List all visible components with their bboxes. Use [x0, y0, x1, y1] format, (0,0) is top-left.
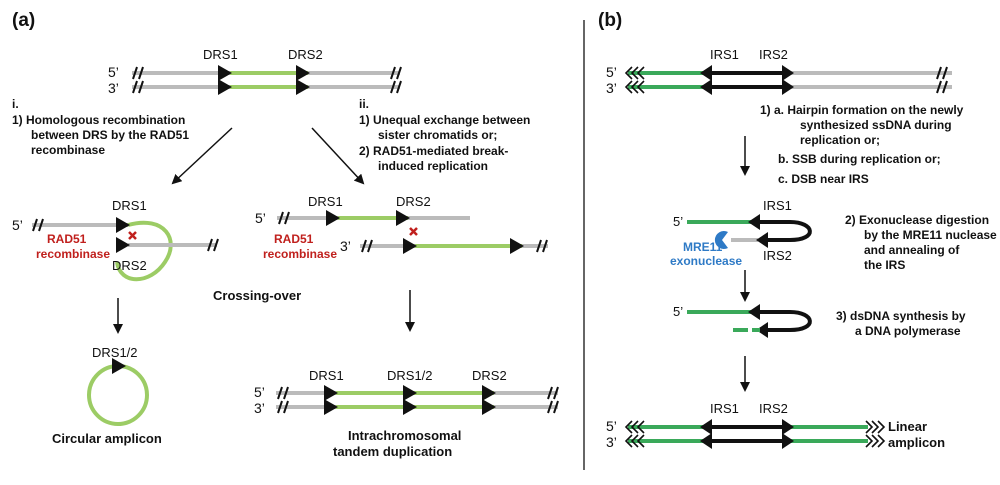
b-step3-line2: a DNA polymerase — [855, 324, 961, 338]
b-step2-line3: and annealing of — [864, 243, 960, 257]
top-drs1-label: DRS1 — [203, 47, 238, 62]
tandem-duplication — [276, 385, 559, 415]
crossing-over-label: Crossing-over — [213, 288, 301, 303]
linear-caption-line2: amplicon — [888, 435, 945, 450]
hairpin-five-prime: 5’ — [673, 214, 683, 229]
arrow-to-loop — [171, 127, 233, 185]
loop-drs1-label: DRS1 — [112, 198, 147, 213]
panel-b-top-dna — [624, 65, 952, 95]
loop-structure — [32, 217, 219, 282]
hairpin-irs1-label: IRS1 — [763, 198, 792, 213]
hairpin-enzyme-line1: MRE11 — [683, 240, 723, 254]
tandem-five-prime: 5’ — [254, 384, 265, 400]
b-step2-line2: by the MRE11 nuclease — [864, 228, 997, 242]
synthesis-structure — [687, 304, 812, 338]
linear-three-prime: 3’ — [606, 434, 617, 450]
hairpin-enzyme-line2: exonuclease — [670, 254, 742, 268]
loop-enzyme-line2: recombinase — [36, 247, 110, 261]
b-top-irs2-label: IRS2 — [759, 47, 788, 62]
tandem-caption-line2: tandem duplication — [333, 444, 452, 459]
b-step1a-line1: 1) a. Hairpin formation on the newly — [760, 103, 964, 117]
circle-drs12-label: DRS1/2 — [92, 345, 138, 360]
exchange-five-prime: 5’ — [255, 210, 266, 226]
path-ii-step1-line1: 1) Unequal exchange between — [359, 113, 530, 127]
b-step3-line1: 3) dsDNA synthesis by — [836, 309, 966, 323]
b-step1c: c. DSB near IRS — [778, 172, 869, 186]
path-i-step1-line3: recombinase — [31, 143, 105, 157]
b-step1b: b. SSB during replication or; — [778, 152, 941, 166]
arrow-to-exchange — [311, 127, 365, 185]
panel-b-label: (b) — [598, 10, 622, 31]
path-ii-step1-line2: sister chromatids or; — [378, 128, 497, 142]
b-top-irs1-label: IRS1 — [710, 47, 739, 62]
circle-caption: Circular amplicon — [52, 431, 162, 446]
linear-irs1-label: IRS1 — [710, 401, 739, 416]
b-step2-line1: 2) Exonuclease digestion — [845, 213, 989, 227]
top-drs2-label: DRS2 — [288, 47, 323, 62]
circular-amplicon — [87, 358, 149, 426]
linear-irs2-label: IRS2 — [759, 401, 788, 416]
exchange-structure — [277, 210, 548, 254]
hairpin-irs2-label: IRS2 — [763, 248, 792, 263]
path-ii-step2-line2: induced replication — [378, 159, 488, 173]
tandem-drs1-label: DRS1 — [309, 368, 344, 383]
tandem-caption-line1: Intrachromosomal — [348, 428, 461, 443]
exchange-drs2-label: DRS2 — [396, 194, 431, 209]
linear-caption-line1: Linear — [888, 419, 927, 434]
path-i-heading: i. — [12, 97, 19, 111]
loop-enzyme-line1: RAD51 — [47, 232, 87, 246]
b-top-five-prime: 5’ — [606, 64, 617, 80]
tandem-three-prime: 3’ — [254, 400, 265, 416]
path-ii-heading: ii. — [359, 97, 369, 111]
b-top-three-prime: 3’ — [606, 80, 617, 96]
exchange-enzyme-line2: recombinase — [263, 247, 337, 261]
loop-drs2-label: DRS2 — [112, 258, 147, 273]
synthesis-five-prime: 5’ — [673, 304, 683, 319]
path-ii-step2-line1: 2) RAD51-mediated break- — [359, 144, 508, 158]
exchange-drs1-label: DRS1 — [308, 194, 343, 209]
b-step1a-line2: synthesized ssDNA during — [800, 118, 952, 132]
tandem-drs12-label: DRS1/2 — [387, 368, 433, 383]
panel-a-top-dna — [132, 65, 402, 95]
linear-amplicon — [624, 419, 886, 449]
exchange-enzyme-line1: RAD51 — [274, 232, 314, 246]
top-five-prime: 5’ — [108, 64, 119, 80]
exchange-three-prime: 3’ — [340, 238, 351, 254]
b-step2-line4: the IRS — [864, 258, 905, 272]
tandem-drs2-label: DRS2 — [472, 368, 507, 383]
hairpin-structure — [687, 214, 812, 250]
linear-five-prime: 5’ — [606, 418, 617, 434]
top-three-prime: 3’ — [108, 80, 119, 96]
loop-five-prime: 5’ — [12, 217, 23, 233]
panel-a-label: (a) — [12, 10, 35, 31]
path-i-step1-line2: between DRS by the RAD51 — [31, 128, 189, 142]
b-step1a-line3: replication or; — [800, 133, 880, 147]
path-i-step1-line1: 1) Homologous recombination — [12, 113, 185, 127]
